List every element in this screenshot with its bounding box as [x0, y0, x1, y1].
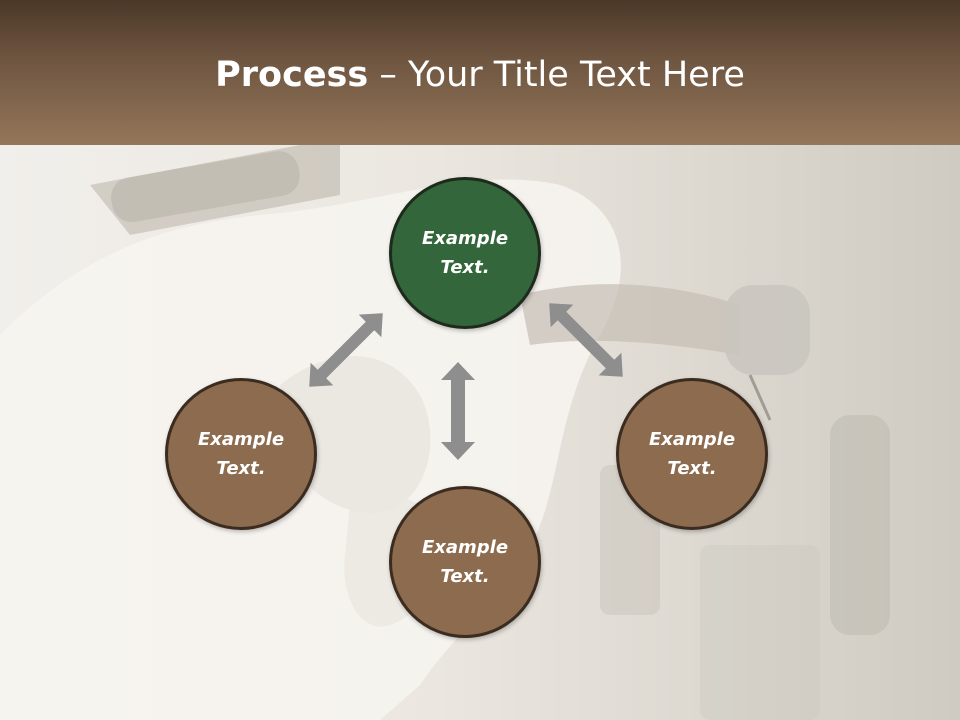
title-band: Process – Your Title Text Here — [0, 0, 960, 145]
process-node-top[interactable]: Example Text. — [389, 177, 541, 329]
double-arrow-vertical-icon — [441, 362, 475, 460]
double-arrow-diagonal-right-icon — [549, 303, 623, 377]
process-node-right[interactable]: Example Text. — [616, 378, 768, 530]
double-arrow-diagonal-left-icon — [309, 313, 383, 387]
node-left-label: Example Text. — [197, 429, 285, 479]
title-rest: – Your Title Text Here — [368, 55, 745, 95]
slide-title: Process – Your Title Text Here — [0, 52, 960, 98]
node-bottom-label: Example Text. — [421, 537, 509, 587]
node-top-label: Example Text. — [421, 228, 509, 278]
process-node-bottom[interactable]: Example Text. — [389, 486, 541, 638]
process-node-left[interactable]: Example Text. — [165, 378, 317, 530]
node-right-label: Example Text. — [648, 429, 736, 479]
title-bold: Process — [215, 55, 369, 95]
